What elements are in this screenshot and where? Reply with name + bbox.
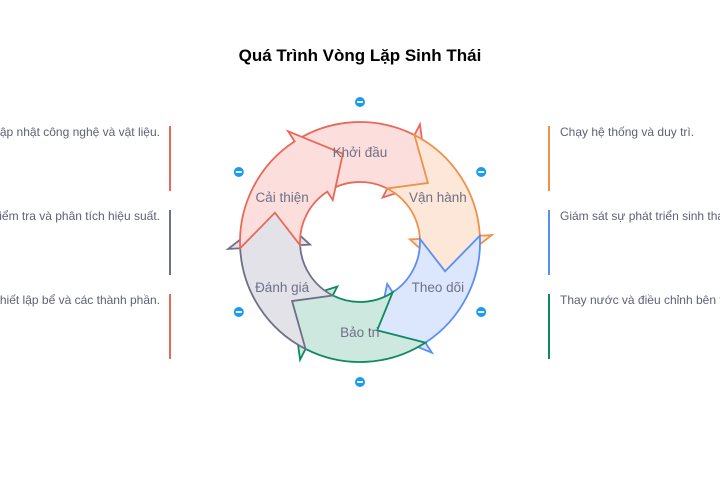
cycle-arrow-operate[interactable] bbox=[384, 133, 495, 273]
cycle-arrow-monitor[interactable] bbox=[376, 233, 481, 355]
description-maintain: Thay nước và điều chỉnh bên trong. bbox=[560, 293, 720, 307]
cycle-arrow-start[interactable] bbox=[292, 121, 429, 199]
step-label-start: Khởi đầu bbox=[333, 145, 388, 160]
description-improve: Cập nhật công nghệ và vật liệu. bbox=[0, 125, 160, 139]
collapse-icon[interactable] bbox=[476, 167, 487, 177]
cycle-arrow-improve[interactable] bbox=[239, 129, 344, 251]
description-monitor: Giám sát sự phát triển sinh thái. bbox=[560, 209, 720, 223]
description-operate: Chạy hệ thống và duy trì. bbox=[560, 125, 695, 139]
description-bar-monitor bbox=[548, 210, 550, 275]
collapse-icon[interactable] bbox=[355, 97, 365, 107]
step-label-evaluate: Đánh giá bbox=[255, 280, 310, 295]
description-bar-evaluate bbox=[169, 210, 171, 275]
collapse-icon[interactable] bbox=[233, 167, 244, 177]
collapse-icon[interactable] bbox=[233, 307, 244, 317]
description-start: Thiết lập bể và các thành phần. bbox=[0, 293, 160, 307]
collapse-icon[interactable] bbox=[355, 377, 365, 387]
step-label-improve: Cải thiện bbox=[255, 190, 308, 205]
description-bar-operate bbox=[548, 126, 550, 191]
description-evaluate: Kiểm tra và phân tích hiệu suất. bbox=[0, 209, 160, 223]
cycle-arrow-evaluate[interactable] bbox=[225, 211, 336, 351]
description-bar-maintain bbox=[548, 294, 550, 359]
description-bar-improve bbox=[169, 126, 171, 191]
step-label-monitor: Theo dõi bbox=[412, 280, 465, 295]
collapse-icon[interactable] bbox=[476, 307, 487, 317]
cycle-arrow-maintain[interactable] bbox=[291, 285, 428, 363]
step-label-operate: Vận hành bbox=[409, 190, 467, 205]
step-label-maintain: Bảo trì bbox=[340, 325, 380, 340]
description-bar-start bbox=[169, 294, 171, 359]
diagram-title: Quá Trình Vòng Lặp Sinh Thái bbox=[238, 46, 482, 65]
